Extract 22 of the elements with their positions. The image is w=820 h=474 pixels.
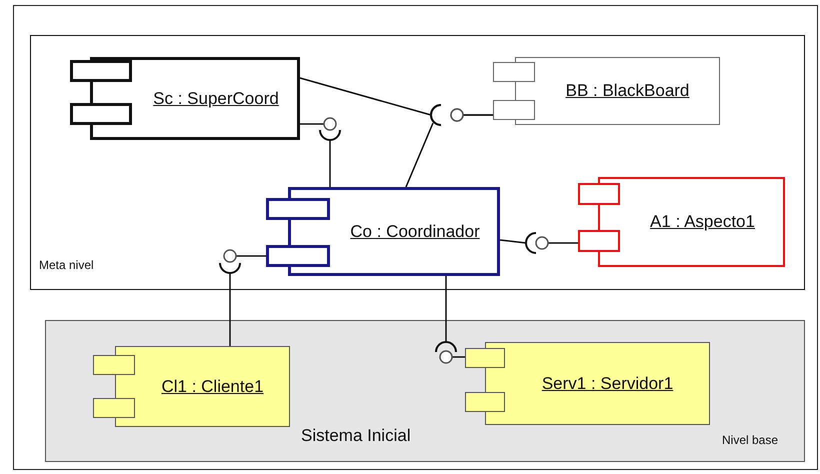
assembly-connector bbox=[219, 249, 266, 346]
component-box bbox=[266, 187, 500, 276]
package-frame bbox=[30, 35, 805, 290]
package-label: Meta nivel bbox=[39, 258, 94, 272]
component-name: A1 : Aspecto1 bbox=[650, 212, 755, 232]
component-name: Serv1 : Servidor1 bbox=[542, 374, 674, 394]
component-box bbox=[70, 57, 300, 140]
assembly-connector bbox=[500, 232, 578, 254]
package-label: Sistema Inicial bbox=[301, 426, 411, 446]
assembly-connector bbox=[300, 117, 341, 187]
package-frame bbox=[45, 320, 805, 462]
component-box bbox=[93, 346, 290, 427]
component-name: BB : BlackBoard bbox=[566, 81, 690, 101]
component-name: Cl1 : Cliente1 bbox=[161, 376, 264, 396]
component-box bbox=[578, 177, 785, 267]
component-box bbox=[465, 342, 710, 425]
component-name: Co : Coordinador bbox=[350, 222, 480, 242]
component-name: Sc : SuperCoord bbox=[153, 88, 279, 108]
package-label: Nivel base bbox=[722, 433, 778, 447]
assembly-connector bbox=[435, 276, 465, 364]
component-box bbox=[493, 57, 720, 125]
assembly-connector bbox=[405, 104, 493, 188]
